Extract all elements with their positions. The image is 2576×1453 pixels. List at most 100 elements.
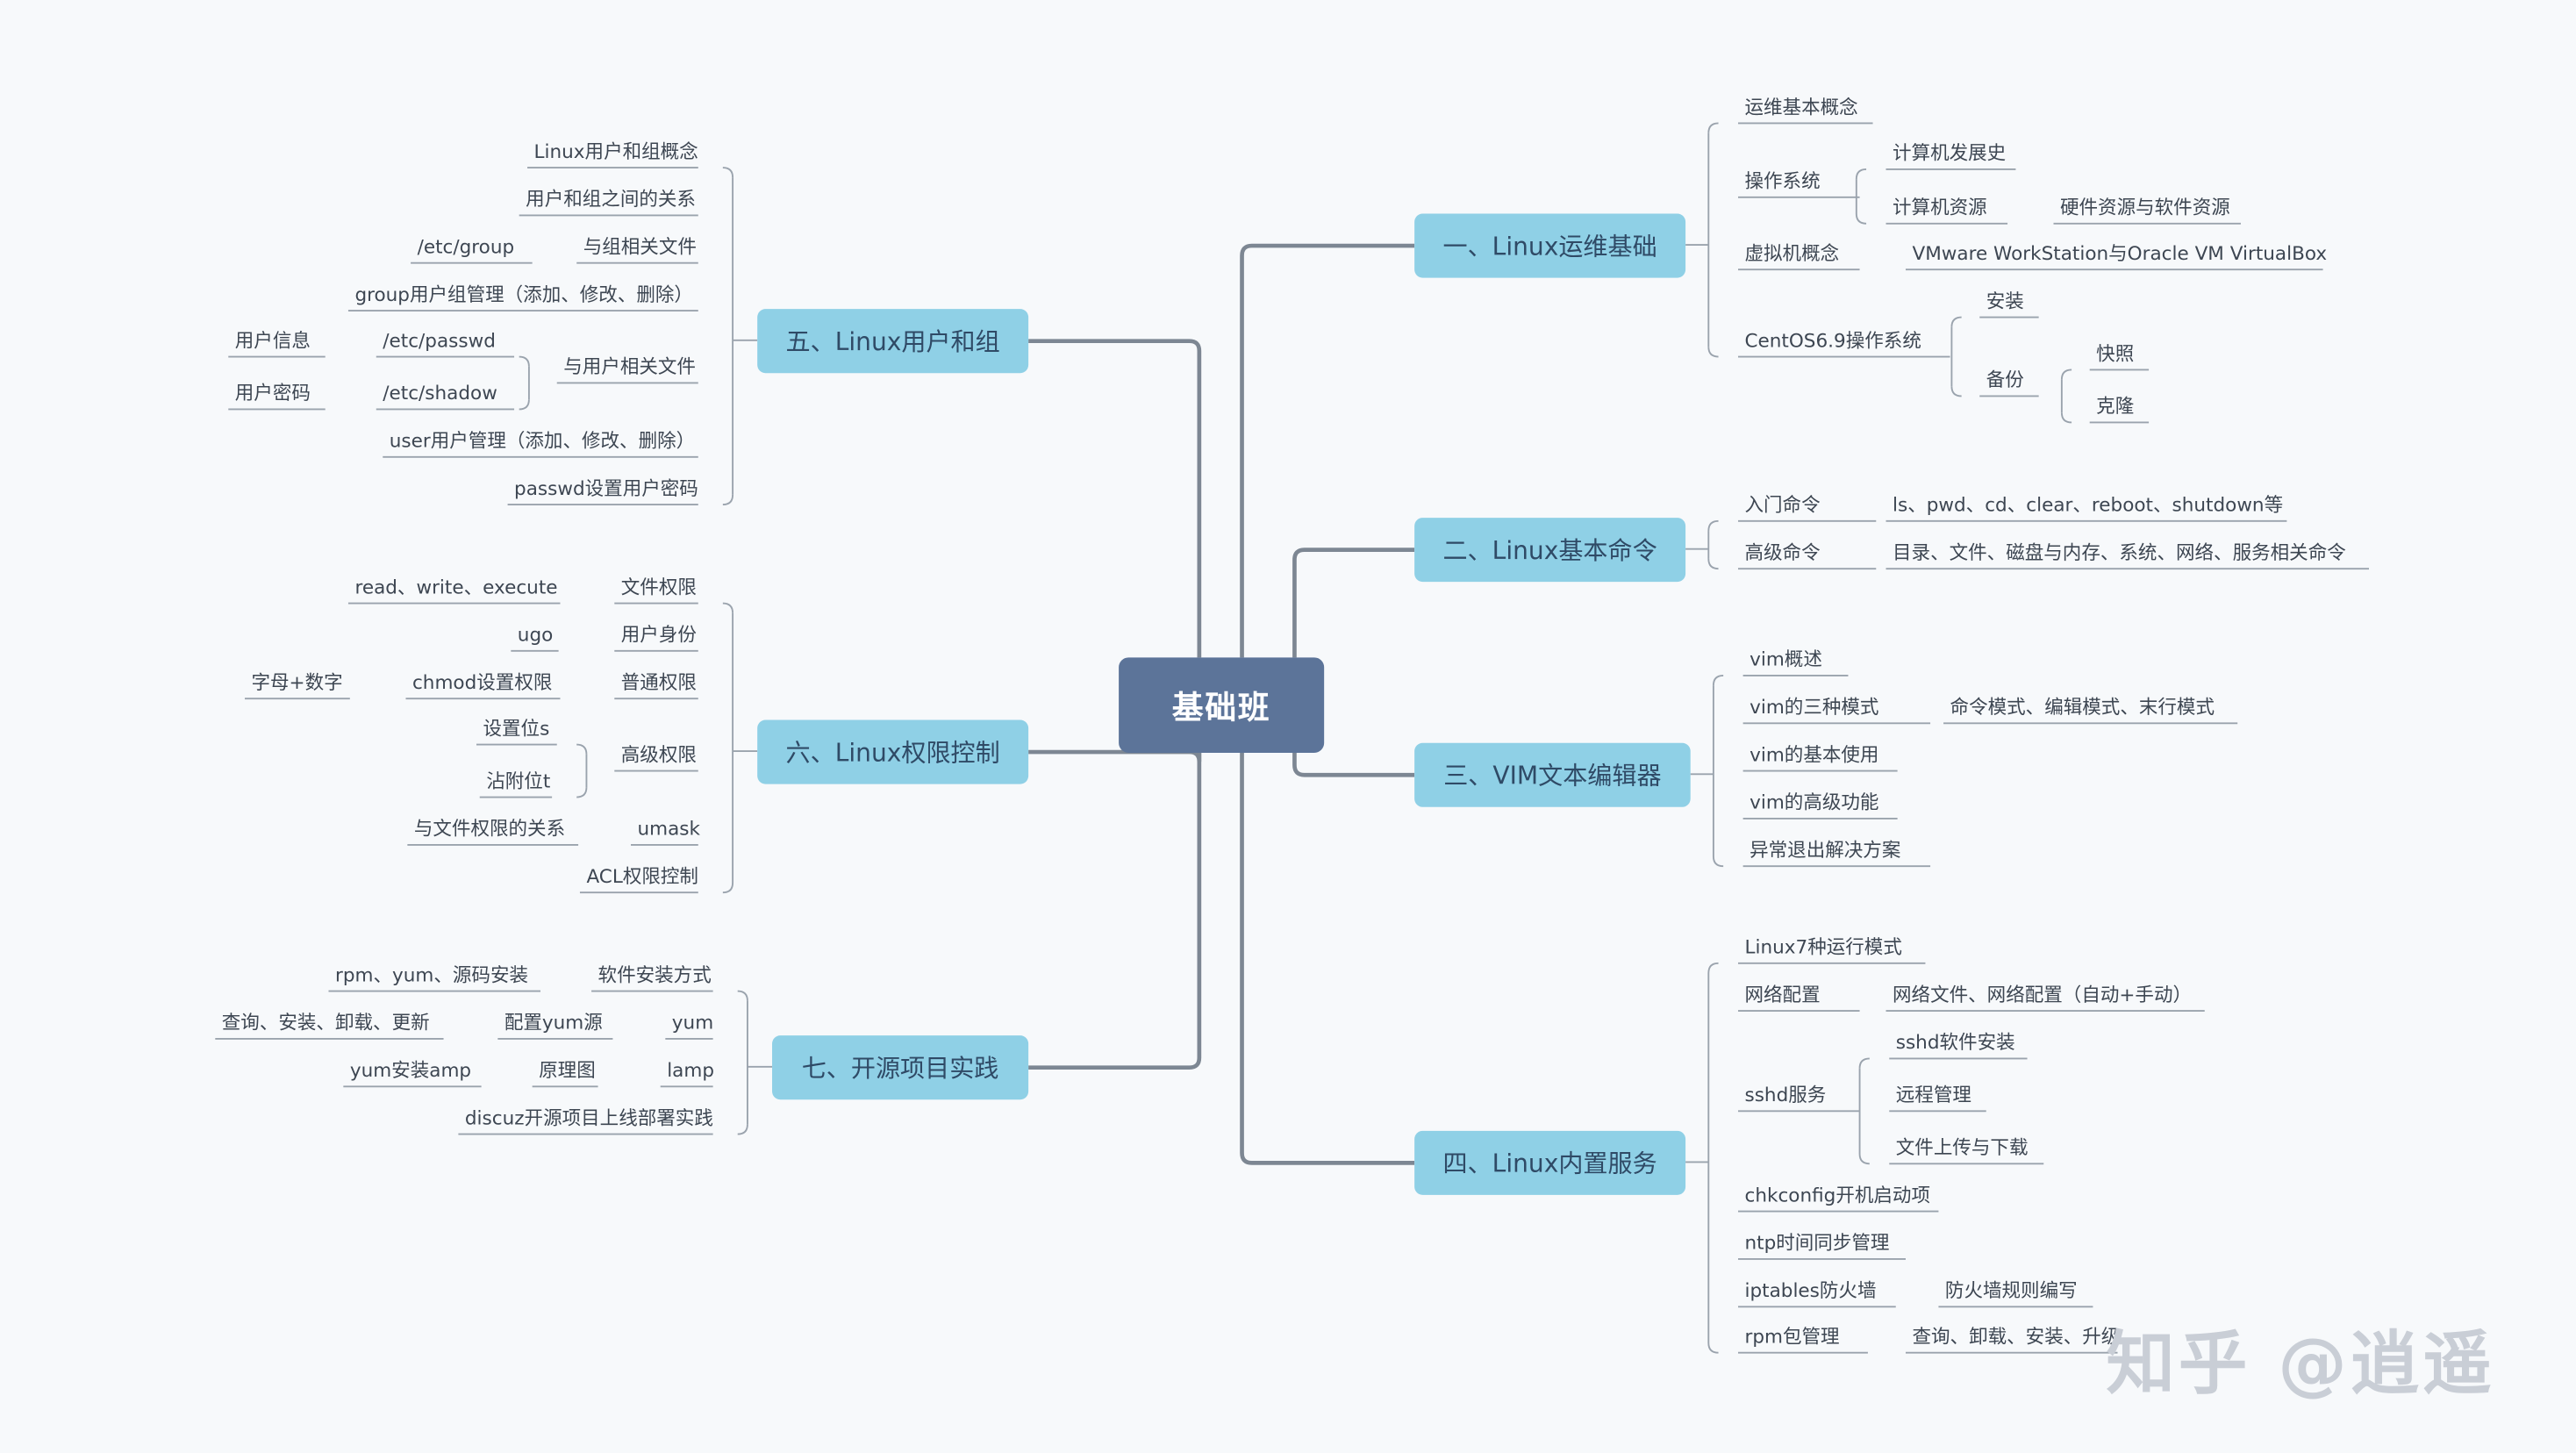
subtopic-b5-4[interactable]: 与组相关文件	[583, 234, 697, 259]
subtopic-b4-3[interactable]: 网络文件、网络配置（自动+手动）	[1893, 983, 2193, 1006]
connector-line	[576, 787, 588, 798]
subtopic-b3-6[interactable]: 异常退出解决方案	[1750, 838, 1901, 862]
branch-topic-2[interactable]: 二、Linux基本命令	[1414, 518, 1686, 583]
subtopic-b6-1[interactable]: read、write、execute	[354, 575, 558, 598]
connector-line	[1707, 1342, 1719, 1354]
subtopic-b5-6[interactable]: 用户信息	[234, 328, 311, 352]
subtopic-b3-2[interactable]: vim的三种模式	[1750, 695, 1879, 719]
subtopic-b7-8[interactable]: lamp	[667, 1058, 715, 1082]
branch-topic-3[interactable]: 三、VIM文本编辑器	[1414, 742, 1691, 807]
subtopic-b3-4[interactable]: vim的基本使用	[1750, 742, 1879, 766]
subtopic-b5-5[interactable]: group用户组管理（添加、修改、删除）	[354, 283, 693, 306]
branch-topic-4[interactable]: 四、Linux内置服务	[1414, 1130, 1686, 1195]
subtopic-b6-9[interactable]: 高级权限	[620, 742, 697, 766]
connector-line	[1950, 316, 1962, 327]
subtopic-b6-13[interactable]: ACL权限控制	[586, 864, 698, 888]
connector-line	[1707, 519, 1719, 532]
subtopic-b4-2[interactable]: 网络配置	[1744, 983, 1821, 1006]
subtopic-b5-10[interactable]: /etc/shadow	[383, 381, 497, 404]
subtopic-b6-12[interactable]: umask	[637, 817, 701, 841]
subtopic-b4-11[interactable]: 防火墙规则编写	[1944, 1278, 2078, 1302]
connector-line	[1707, 962, 1719, 974]
subtopic-b1-5[interactable]: 硬件资源与软件资源	[2059, 195, 2230, 219]
subtopic-b2-2[interactable]: ls、pwd、cd、clear、reboot、shutdown等	[1893, 492, 2284, 517]
subtopic-b6-10[interactable]: 沾附位t	[486, 769, 551, 792]
subtopic-b1-1[interactable]: 运维基本概念	[1744, 95, 1858, 118]
subtopic-b4-9[interactable]: ntp时间同步管理	[1744, 1231, 1890, 1255]
subtopic-b1-4[interactable]: 计算机资源	[1893, 195, 1987, 219]
subtopic-b5-3[interactable]: /etc/group	[417, 234, 515, 259]
subtopic-b1-10[interactable]: 备份	[1986, 368, 2024, 391]
subtopic-b5-2[interactable]: 用户和组之间的关系	[526, 187, 696, 211]
subtopic-b4-1[interactable]: Linux7种运行模式	[1744, 934, 1902, 959]
connector-line	[1707, 558, 1719, 570]
connector-line	[1858, 1057, 1870, 1069]
branch-topic-6[interactable]: 六、Linux权限控制	[757, 719, 1029, 784]
connector-line	[1858, 1154, 1870, 1165]
subtopic-b2-4[interactable]: 目录、文件、磁盘与内存、系统、网络、服务相关命令	[1893, 540, 2346, 564]
subtopic-b6-6[interactable]: chmod设置权限	[411, 670, 553, 694]
connector-line	[2060, 369, 2072, 380]
central-topic[interactable]: 基础班	[1119, 657, 1325, 753]
subtopic-b3-1[interactable]: vim概述	[1750, 648, 1822, 671]
subtopic-b2-3[interactable]: 高级命令	[1744, 540, 1821, 564]
subtopic-b6-7[interactable]: 普通权限	[620, 670, 697, 694]
subtopic-b4-4[interactable]: sshd服务	[1744, 1083, 1827, 1106]
connector-line	[1855, 213, 1867, 225]
subtopic-b2-1[interactable]: 入门命令	[1744, 492, 1821, 517]
subtopic-b7-3[interactable]: 查询、安装、卸载、更新	[221, 1011, 430, 1034]
connector-line	[576, 743, 588, 755]
subtopic-b7-4[interactable]: 配置yum源	[504, 1011, 603, 1034]
subtopic-b4-8[interactable]: chkconfig开机启动项	[1744, 1183, 1931, 1207]
connector-line	[1950, 386, 1962, 397]
subtopic-b1-8[interactable]: CentOS6.9操作系统	[1744, 328, 1921, 352]
connector-line	[1707, 122, 1719, 133]
subtopic-b1-3[interactable]: 计算机发展史	[1893, 141, 2007, 165]
subtopic-b3-3[interactable]: 命令模式、编辑模式、末行模式	[1950, 695, 2215, 719]
subtopic-b7-9[interactable]: discuz开源项目上线部署实践	[464, 1106, 713, 1129]
subtopic-b6-5[interactable]: 字母+数字	[251, 670, 343, 694]
subtopic-b4-10[interactable]: iptables防火墙	[1744, 1278, 1877, 1302]
subtopic-b5-8[interactable]: 与用户相关文件	[563, 354, 696, 378]
subtopic-b1-12[interactable]: 克隆	[2096, 394, 2135, 418]
connector-line	[519, 399, 530, 411]
connector-line	[737, 1124, 748, 1135]
connector-line	[2060, 412, 2072, 424]
subtopic-b6-4[interactable]: 用户身份	[620, 622, 697, 647]
subtopic-b3-5[interactable]: vim的高级功能	[1750, 791, 1879, 814]
connector-line	[1712, 674, 1724, 686]
subtopic-b4-13[interactable]: 查询、卸载、安装、升级	[1912, 1324, 2121, 1349]
subtopic-b5-12[interactable]: passwd设置用户密码	[514, 476, 698, 500]
subtopic-b7-1[interactable]: rpm、yum、源码安装	[334, 963, 529, 986]
subtopic-b1-9[interactable]: 安装	[1986, 289, 2024, 312]
subtopic-b4-5[interactable]: sshd软件安装	[1895, 1030, 2015, 1054]
subtopic-b7-7[interactable]: 原理图	[539, 1058, 596, 1082]
subtopic-b4-6[interactable]: 远程管理	[1895, 1083, 1971, 1106]
subtopic-b5-9[interactable]: 用户密码	[234, 381, 311, 404]
subtopic-b6-11[interactable]: 与文件权限的关系	[413, 817, 566, 841]
connector-line	[1712, 855, 1724, 868]
subtopic-b7-5[interactable]: yum	[671, 1011, 714, 1034]
branch-topic-1[interactable]: 一、Linux运维基础	[1414, 213, 1686, 278]
subtopic-b6-3[interactable]: ugo	[517, 622, 554, 647]
subtopic-b5-7[interactable]: /etc/passwd	[383, 328, 496, 352]
connector-line	[519, 355, 530, 367]
subtopic-b1-6[interactable]: 虚拟机概念	[1744, 241, 1840, 265]
subtopic-b7-2[interactable]: 软件安装方式	[597, 963, 712, 986]
subtopic-b1-2[interactable]: 操作系统	[1744, 168, 1821, 193]
branch-topic-5[interactable]: 五、Linux用户和组	[757, 309, 1029, 374]
subtopic-b4-7[interactable]: 文件上传与下载	[1895, 1135, 2029, 1159]
subtopic-b6-2[interactable]: 文件权限	[620, 575, 697, 598]
subtopic-b1-7[interactable]: VMware WorkStation与Oracle VM VirtualBox	[1912, 241, 2328, 265]
subtopic-b6-8[interactable]: 设置位s	[483, 716, 550, 740]
subtopic-b5-11[interactable]: user用户管理（添加、修改、删除）	[389, 428, 696, 453]
subtopic-b4-12[interactable]: rpm包管理	[1744, 1324, 1840, 1349]
subtopic-b7-6[interactable]: yum安装amp	[349, 1058, 472, 1082]
connector-line	[1028, 749, 1202, 762]
subtopic-b1-11[interactable]: 快照	[2096, 341, 2135, 365]
branch-topic-7[interactable]: 七、开源项目实践	[772, 1035, 1029, 1100]
connector-line	[1240, 243, 1415, 658]
subtopic-b5-1[interactable]: Linux用户和组概念	[533, 140, 698, 163]
